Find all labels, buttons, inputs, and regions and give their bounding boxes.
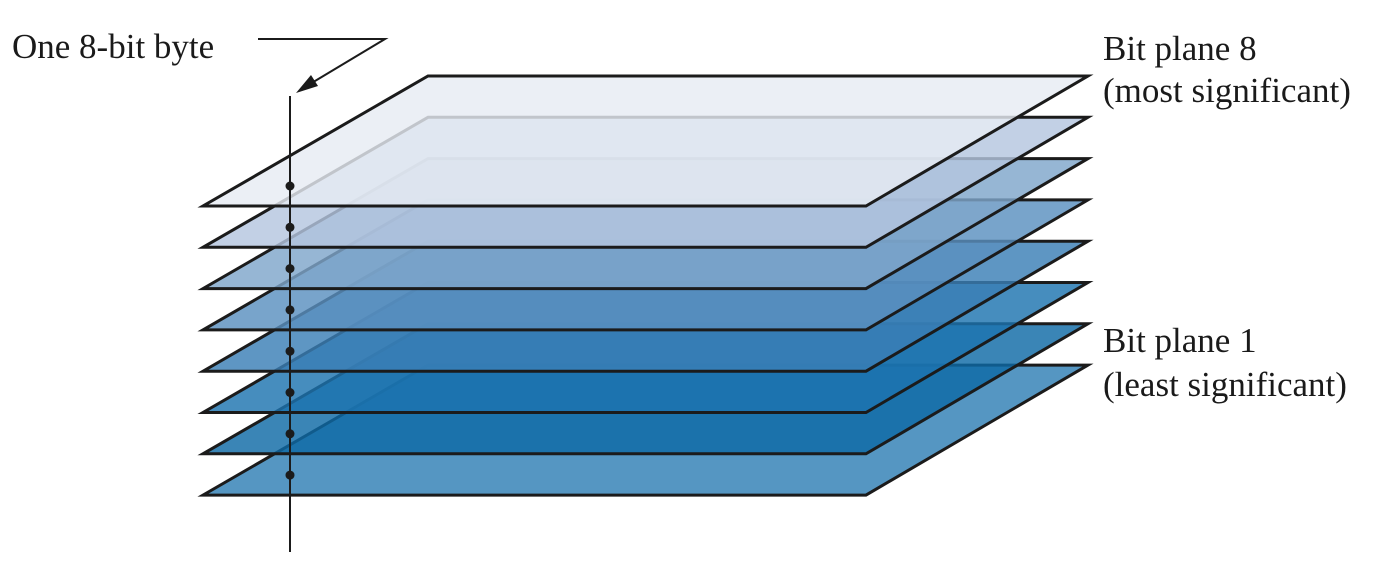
bit-planes [197, 74, 1094, 497]
bit-dot-5 [285, 305, 295, 315]
arrow-head-icon [296, 75, 318, 93]
bottom-plane-sublabel: (least significant) [1103, 365, 1347, 404]
top-plane-sublabel: (most significant) [1103, 71, 1351, 110]
bit-dot-6 [285, 264, 295, 274]
bit-dot-3 [285, 388, 295, 397]
bit-dot-1 [285, 470, 295, 480]
top-plane-label: Bit plane 8 [1103, 29, 1257, 68]
byte-label: One 8-bit byte [12, 27, 214, 66]
bit-dot-2 [285, 429, 295, 439]
bit-dot-7 [285, 222, 295, 232]
bit-dot-4 [285, 346, 295, 356]
byte-indicator [258, 38, 389, 552]
bit-dot-8 [285, 181, 295, 191]
bottom-plane-label: Bit plane 1 [1103, 321, 1257, 360]
bit-plane-8 [197, 74, 1094, 208]
byte-leader-line [258, 38, 389, 91]
